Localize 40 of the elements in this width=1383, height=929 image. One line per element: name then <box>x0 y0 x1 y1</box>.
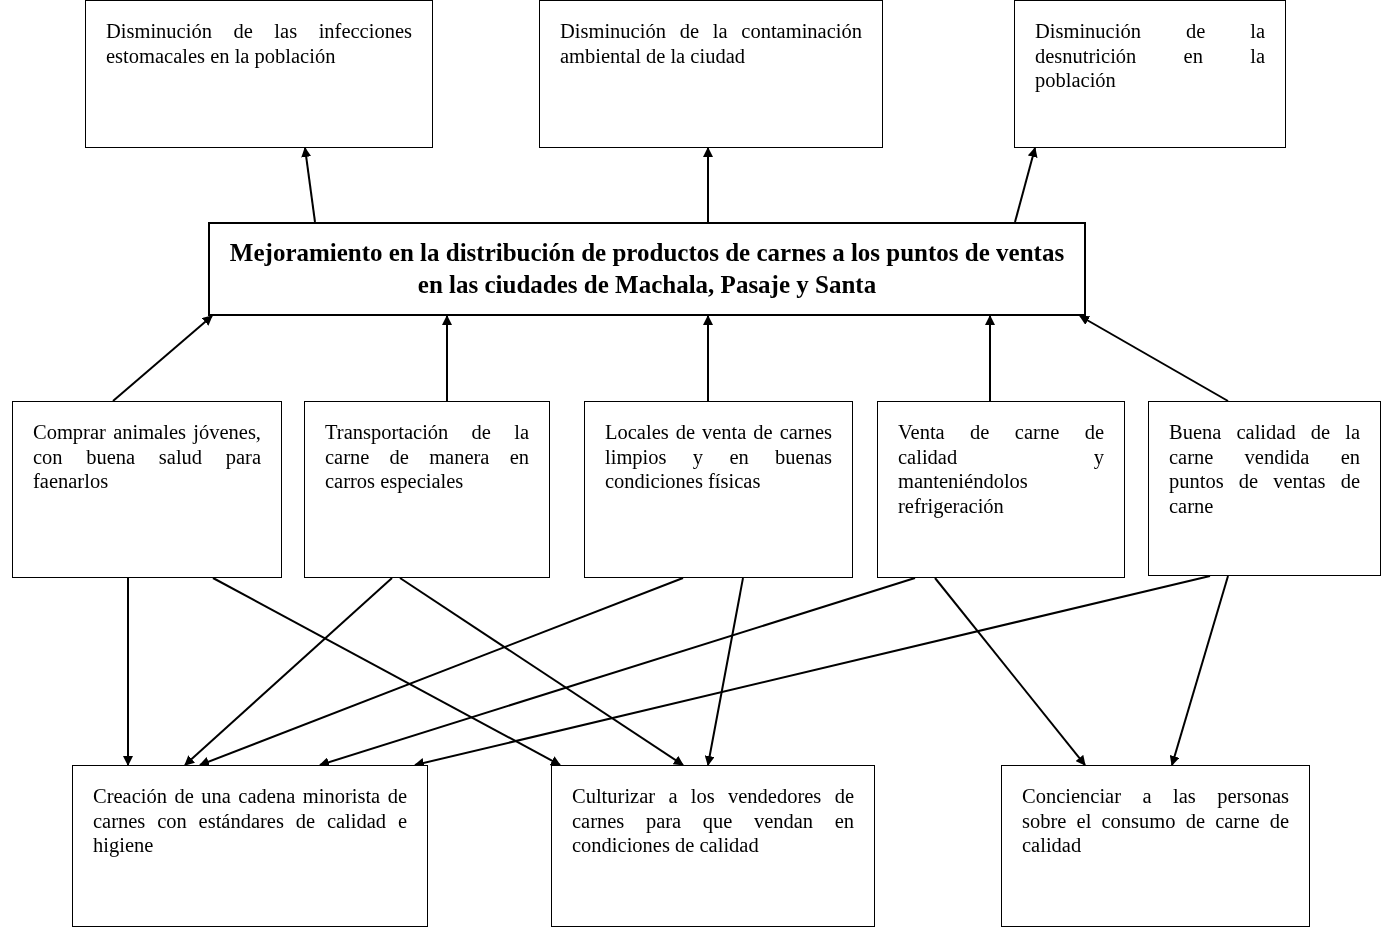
box-text: Creación de una cadena minorista de carnes con estándares de calidad e higiene <box>93 784 407 858</box>
text-box <box>85 0 433 148</box>
arrow <box>934 577 1086 766</box>
arrow <box>399 577 684 766</box>
text-box <box>539 0 883 148</box>
arrow <box>123 577 133 766</box>
box-text: Concienciar a las personas sobre el consumo de carne de calidad <box>1022 784 1289 858</box>
text-box <box>304 401 550 578</box>
arrow <box>301 147 316 223</box>
arrow <box>985 315 995 402</box>
box-text: Comprar animales jóvenes, con buena salud para faenarlos <box>33 420 261 494</box>
text-box <box>1001 765 1310 927</box>
text-box <box>551 765 875 927</box>
box-text: Mejoramiento en la distribución de productos de carnes a los puntos de ventas en las ciudades de Machala, Pasaje y Santa <box>228 237 1066 300</box>
arrow <box>1079 315 1229 402</box>
arrow <box>704 577 744 766</box>
box-text: Disminución de las infecciones estomacales en la población <box>106 19 412 69</box>
box-text: Disminución de la contaminación ambiental de la ciudad <box>560 19 862 69</box>
text-box <box>72 765 428 927</box>
arrow <box>112 315 213 402</box>
box-text: Disminución de la desnutrición en la población <box>1035 19 1265 93</box>
central-problem-box <box>208 222 1086 316</box>
arrow <box>184 577 393 766</box>
arrow <box>703 315 713 402</box>
arrow <box>703 147 713 223</box>
arrow <box>212 577 561 766</box>
box-text: Locales de venta de carnes limpios y en buenas condiciones físicas <box>605 420 832 494</box>
arrow <box>442 315 452 402</box>
arrow <box>1014 147 1038 223</box>
box-text: Transportación de la carne de manera en carros especiales <box>325 420 529 494</box>
arrow <box>199 577 684 767</box>
box-text: Culturizar a los vendedores de carnes para que vendan en condiciones de calidad <box>572 784 854 858</box>
text-box <box>877 401 1125 578</box>
text-box <box>12 401 282 578</box>
text-box <box>584 401 853 578</box>
text-box <box>1148 401 1381 576</box>
box-text: Venta de carne de calidad y manteniéndolos refrigeración <box>898 420 1104 519</box>
arrow <box>1169 575 1229 766</box>
text-box <box>1014 0 1286 148</box>
box-text: Buena calidad de la carne vendida en puntos de ventas de carne <box>1169 420 1360 519</box>
